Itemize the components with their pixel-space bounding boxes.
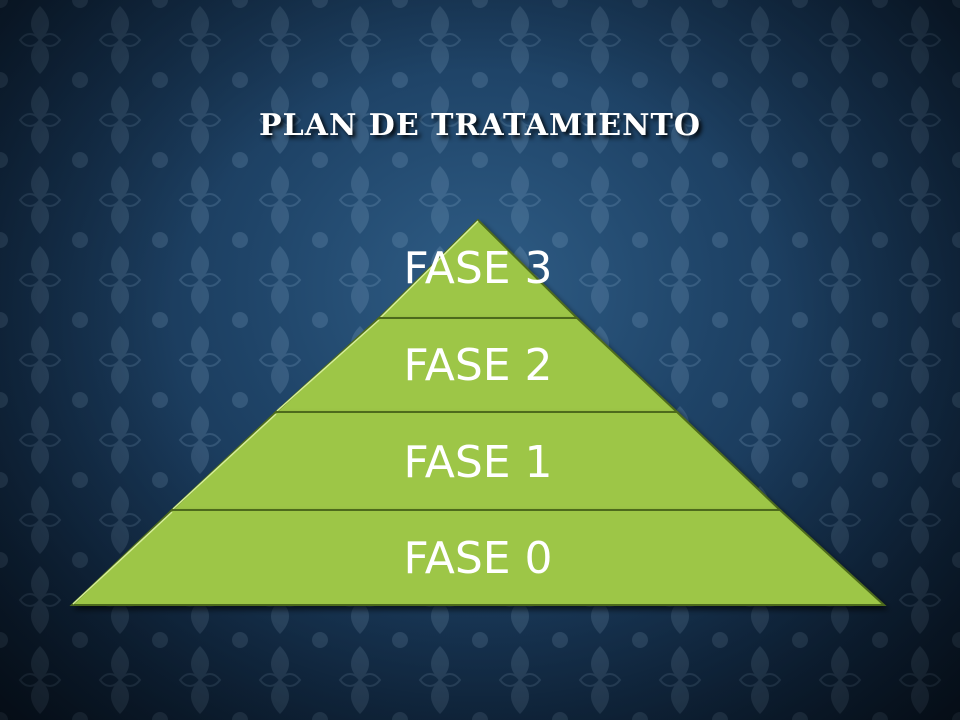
pyramid-tier-1: FASE 1 bbox=[169, 411, 783, 511]
tier-1-label: FASE 1 bbox=[403, 437, 552, 488]
slide-title: PLAN DE TRATAMIENTO bbox=[259, 108, 701, 143]
tier-2-label: FASE 2 bbox=[403, 340, 552, 391]
pyramid-tier-2: FASE 2 bbox=[273, 317, 680, 413]
tier-3-label: FASE 3 bbox=[403, 243, 552, 294]
tier-0-label: FASE 0 bbox=[403, 533, 552, 584]
pyramid-tier-3: FASE 3 bbox=[376, 218, 580, 319]
pyramid-tier-0: FASE 0 bbox=[69, 509, 887, 606]
